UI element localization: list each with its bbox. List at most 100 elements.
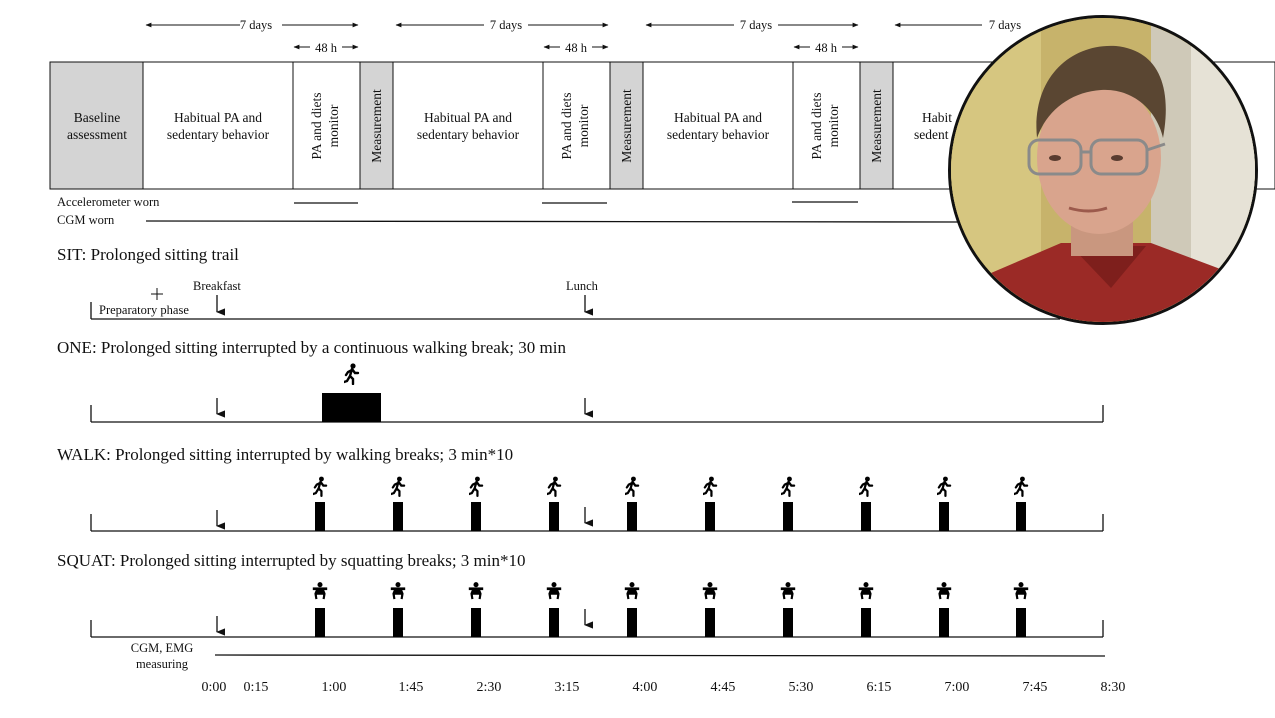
walking-person-icon: [469, 476, 484, 497]
week-label: 7 days: [240, 18, 272, 32]
time-tick-label: 1:45: [399, 680, 424, 695]
squatting-person-icon: [1012, 582, 1030, 600]
week-label: 7 days: [740, 18, 772, 32]
svg-text:sedent: sedent: [914, 127, 949, 142]
time-tick-label: 5:30: [789, 680, 814, 695]
svg-text:monitor: monitor: [576, 104, 591, 147]
squatting-person-icon: [857, 582, 875, 600]
condition-one: ONE: Prolonged sitting interrupted by a …: [57, 338, 1104, 423]
svg-text:sedentary behavior: sedentary behavior: [667, 127, 770, 142]
timeline: CGM, EMG measuring 0:00 0:15 1:00 1:45 2:30 3…: [131, 641, 1126, 695]
svg-text:Habitual PA and: Habitual PA and: [174, 110, 262, 125]
squatting-person-icon: [779, 582, 797, 600]
svg-text:Measurement: Measurement: [619, 89, 634, 163]
walking-break-bar: [315, 502, 325, 531]
condition-title: WALK: Prolonged sitting interrupted by w…: [57, 445, 513, 464]
week-duration-arrows: 7 days 7 days 7 days 7 days: [145, 18, 1021, 32]
time-tick-label: 3:15: [555, 680, 580, 695]
svg-text:PA and diets: PA and diets: [809, 92, 824, 159]
walking-person-icon: [937, 476, 952, 497]
time-tick-label: 0:00: [202, 680, 227, 695]
svg-text:48 h: 48 h: [815, 41, 838, 55]
condition-sit: SIT: Prolonged sitting trail Breakfast L…: [57, 245, 1060, 320]
time-tick-label: 7:45: [1023, 680, 1048, 695]
squatting-break-bar: [315, 608, 325, 637]
accelerometer-label: Accelerometer worn: [57, 195, 160, 209]
squatting-person-icon: [935, 582, 953, 600]
svg-text:PA and diets: PA and diets: [309, 92, 324, 159]
time-tick-label: 0:15: [244, 680, 269, 695]
continuous-walking-block: [322, 393, 381, 422]
svg-text:Measurement: Measurement: [369, 89, 384, 163]
squatting-person-icon: [701, 582, 719, 600]
walking-person-icon: [547, 476, 562, 497]
squatting-person-icon: [623, 582, 641, 600]
svg-text:monitor: monitor: [326, 104, 341, 147]
time-tick-label: 6:15: [867, 680, 892, 695]
baseline-cell: [49, 61, 144, 190]
time-tick-label: 4:00: [633, 680, 658, 695]
svg-text:sedentary behavior: sedentary behavior: [417, 127, 520, 142]
squatting-person-icon: [545, 582, 563, 600]
squatting-break-bar: [939, 608, 949, 637]
svg-text:48 h: 48 h: [315, 41, 338, 55]
condition-walk: WALK: Prolonged sitting interrupted by w…: [57, 445, 1104, 532]
condition-title: ONE: Prolonged sitting interrupted by a …: [57, 338, 566, 357]
svg-text:Habit: Habit: [922, 110, 952, 125]
svg-text:PA and diets: PA and diets: [559, 92, 574, 159]
walking-break-bar: [393, 502, 403, 531]
squatting-person-icon: [311, 582, 329, 600]
walking-person-icon: [703, 476, 718, 497]
preparatory-label: Preparatory phase: [99, 303, 189, 317]
squatting-break-bar: [783, 608, 793, 637]
cgm-label: CGM worn: [57, 213, 115, 227]
time-tick-label: 8:30: [1101, 680, 1126, 695]
svg-text:assessment: assessment: [67, 127, 127, 142]
walking-break-bar: [627, 502, 637, 531]
time-tick-label: 2:30: [477, 680, 502, 695]
hours-duration-arrows: 48 h 48 h 48 h: [293, 41, 859, 55]
condition-title: SQUAT: Prolonged sitting interrupted by …: [57, 551, 526, 570]
squatting-break-bar: [1016, 608, 1026, 637]
lunch-label: Lunch: [566, 279, 599, 293]
walking-break-bar: [705, 502, 715, 531]
squatting-person-icon: [467, 582, 485, 600]
squatting-break-bar: [861, 608, 871, 637]
squatting-person-icon: [389, 582, 407, 600]
walking-person-icon: [1014, 476, 1029, 497]
week-label: 7 days: [989, 18, 1021, 32]
squatting-break-bar: [705, 608, 715, 637]
walking-break-bar: [783, 502, 793, 531]
presenter-video: [951, 18, 1255, 322]
walking-person-icon: [313, 476, 328, 497]
condition-title: SIT: Prolonged sitting trail: [57, 245, 239, 264]
walking-break-bar: [1016, 502, 1026, 531]
squatting-break-bar: [471, 608, 481, 637]
condition-squat: SQUAT: Prolonged sitting interrupted by …: [57, 551, 1104, 638]
svg-text:Measurement: Measurement: [869, 89, 884, 163]
walking-break-bar: [549, 502, 559, 531]
svg-text:sedentary behavior: sedentary behavior: [167, 127, 270, 142]
svg-text:Habitual PA and: Habitual PA and: [424, 110, 512, 125]
squatting-break-bar: [627, 608, 637, 637]
squatting-break-bar: [549, 608, 559, 637]
time-tick-label: 7:00: [945, 680, 970, 695]
walking-break-bar: [861, 502, 871, 531]
walking-break-bar: [939, 502, 949, 531]
walking-person-icon: [391, 476, 406, 497]
wear-indicators: Accelerometer worn CGM worn: [57, 195, 961, 227]
walking-person-icon: [625, 476, 640, 497]
svg-text:Baseline: Baseline: [74, 110, 121, 125]
walking-person-icon: [344, 363, 360, 385]
walking-break-bar: [471, 502, 481, 531]
time-tick-label: 1:00: [322, 680, 347, 695]
time-tick-label: 4:45: [711, 680, 736, 695]
breakfast-label: Breakfast: [193, 279, 241, 293]
svg-text:CGM, EMG: CGM, EMG: [131, 641, 194, 655]
svg-text:48 h: 48 h: [565, 41, 588, 55]
svg-text:measuring: measuring: [136, 657, 189, 671]
cursor-crosshair-icon: [151, 288, 163, 300]
presenter-webcam: [948, 15, 1258, 325]
walking-person-icon: [859, 476, 874, 497]
walking-person-icon: [781, 476, 796, 497]
